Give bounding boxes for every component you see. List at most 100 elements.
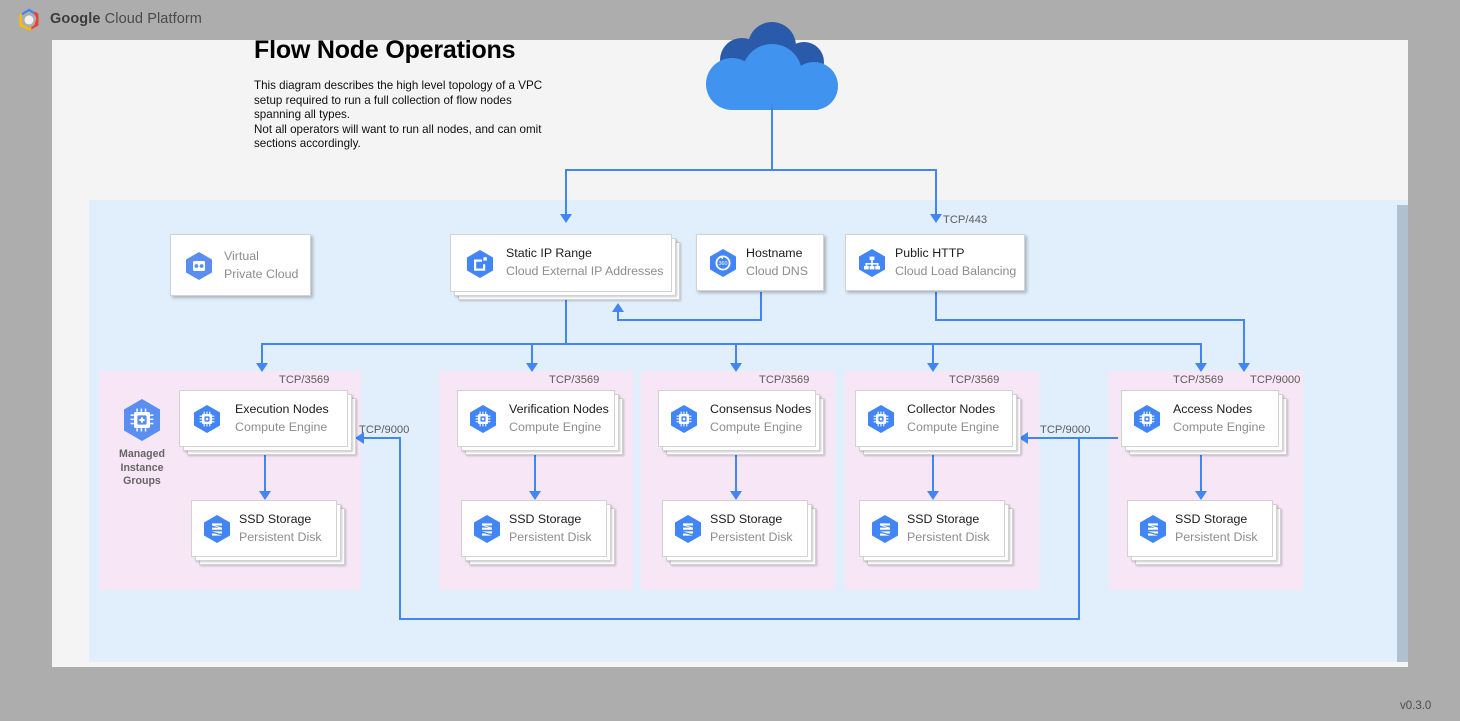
edge-label-loop-tcp9000: TCP/9000: [359, 424, 410, 436]
storage-card-title: SSD Storage: [1175, 512, 1248, 526]
edge-dns-up-stem: [617, 311, 619, 321]
compute-engine-icon: [865, 403, 897, 440]
arrow-consensus-to-ssd: [730, 491, 742, 500]
managed-instance-group-icon: [120, 397, 164, 448]
node-card-title: Static IP Range: [506, 246, 592, 260]
virtual-private-cloud-icon: [183, 250, 215, 287]
group-label-managed-instance-groups: Managed Instance Groups: [119, 448, 165, 487]
node-card-title: Collector Nodes: [907, 402, 996, 416]
persistent-disk-icon: [1137, 513, 1169, 550]
arrow-access-to-collector: [1019, 432, 1028, 444]
node-card-virtual-private-cloud[interactable]: Virtual Private Cloud: [170, 234, 311, 296]
gcp-brand-bold: Google: [50, 11, 101, 27]
edge-label-access-collector: TCP/9000: [1040, 424, 1091, 436]
edge-loop-down: [1078, 437, 1080, 620]
edge-dns-down: [760, 292, 762, 321]
node-card-subtitle: Compute Engine: [509, 420, 602, 434]
gcp-brand-label: Google Cloud Platform: [50, 11, 202, 27]
edge-consensus-to-ssd: [735, 455, 737, 493]
arrow-collector-to-ssd: [927, 491, 939, 500]
arrow-drop-verification: [526, 363, 538, 372]
gcp-hexagon-logo-icon: [16, 7, 42, 33]
edge-cloud-stem: [771, 104, 773, 170]
gcp-top-bar: Google Cloud Platform: [0, 0, 1460, 40]
edge-loop-left: [399, 618, 1080, 620]
edge-label-access-port: TCP/3569: [1173, 374, 1224, 386]
edge-collector-to-ssd: [932, 455, 934, 493]
edge-drop-verification: [531, 343, 533, 365]
storage-card-consensus-ssd[interactable]: SSD Storage Persistent Disk: [662, 500, 808, 557]
edge-staticip-down: [565, 292, 567, 344]
edge-label-verification-port: TCP/3569: [549, 374, 600, 386]
node-card-collector-nodes[interactable]: Collector Nodes Compute Engine: [855, 390, 1013, 447]
node-card-hostname[interactable]: 360 Hostname Cloud DNS: [696, 234, 824, 291]
arrow-lb-to-access: [1238, 363, 1250, 372]
arrow-dns-to-staticip: [612, 303, 624, 312]
storage-card-subtitle: Persistent Disk: [710, 530, 793, 544]
node-card-subtitle: Compute Engine: [235, 420, 328, 434]
edge-loop-into-execution: [364, 437, 401, 439]
edge-drop-access: [1200, 343, 1202, 365]
edge-dns-left: [617, 319, 762, 321]
gcp-brand-rest: Cloud Platform: [100, 11, 202, 27]
node-card-title: Hostname: [746, 246, 803, 260]
storage-card-title: SSD Storage: [710, 512, 783, 526]
edge-lb-to-access: [1243, 319, 1245, 365]
arrow-drop-consensus: [730, 363, 742, 372]
node-card-access-nodes[interactable]: Access Nodes Compute Engine: [1121, 390, 1279, 447]
cloud-dns-icon: 360: [707, 247, 739, 284]
edge-lb-down: [935, 292, 937, 321]
arrow-drop-execution: [256, 363, 268, 372]
svg-text:360: 360: [719, 261, 728, 267]
edge-drop-execution: [261, 343, 263, 365]
arrow-execution-to-ssd: [259, 491, 271, 500]
edge-drop-collector: [932, 343, 934, 365]
edge-cloud-to-lb: [935, 169, 937, 216]
node-card-subtitle: Cloud DNS: [746, 264, 808, 278]
storage-card-collector-ssd[interactable]: SSD Storage Persistent Disk: [859, 500, 1005, 557]
edge-loop-up: [399, 437, 401, 619]
storage-card-title: SSD Storage: [907, 512, 980, 526]
node-card-title: Verification Nodes: [509, 402, 609, 416]
node-card-subtitle: Cloud Load Balancing: [895, 264, 1017, 278]
edge-label-access-tcp9000: TCP/9000: [1250, 374, 1301, 386]
node-card-title: Consensus Nodes: [710, 402, 812, 416]
arrow-loop-to-execution: [355, 432, 364, 444]
node-card-title: Public HTTP: [895, 246, 965, 260]
node-card-subtitle: Compute Engine: [1173, 420, 1266, 434]
node-card-public-http[interactable]: Public HTTP Cloud Load Balancing: [845, 234, 1025, 291]
node-card-subtitle: Cloud External IP Addresses: [506, 264, 664, 278]
edge-label-tcp443: TCP/443: [943, 214, 988, 226]
node-card-execution-nodes[interactable]: Execution Nodes Compute Engine: [179, 390, 348, 447]
persistent-disk-icon: [672, 513, 704, 550]
node-card-consensus-nodes[interactable]: Consensus Nodes Compute Engine: [658, 390, 816, 447]
node-card-title: Execution Nodes: [235, 402, 329, 416]
storage-card-execution-ssd[interactable]: SSD Storage Persistent Disk: [191, 500, 337, 557]
compute-engine-icon: [191, 403, 223, 440]
storage-card-title: SSD Storage: [239, 512, 312, 526]
node-card-title: Virtual: [224, 249, 259, 263]
storage-card-subtitle: Persistent Disk: [509, 530, 592, 544]
persistent-disk-icon: [869, 513, 901, 550]
node-card-subtitle: Private Cloud: [224, 267, 299, 281]
cloud-icon: [680, 22, 864, 110]
edge-cloud-to-staticip: [565, 169, 567, 216]
edge-verification-to-ssd: [534, 455, 536, 493]
version-label: v0.3.0: [1400, 700, 1432, 712]
edge-execution-to-ssd: [264, 455, 266, 493]
node-card-verification-nodes[interactable]: Verification Nodes Compute Engine: [457, 390, 615, 447]
page-description: This diagram describes the high level to…: [254, 79, 543, 151]
edge-label-execution-port: TCP/3569: [279, 374, 330, 386]
compute-engine-icon: [467, 403, 499, 440]
node-card-static-ip-range[interactable]: Static IP Range Cloud External IP Addres…: [450, 234, 672, 292]
node-card-subtitle: Compute Engine: [907, 420, 1000, 434]
vpc-panel-shadow: [1397, 205, 1408, 662]
compute-engine-icon: [1131, 403, 1163, 440]
edge-cloud-bus: [565, 169, 937, 171]
arrow-cloud-to-staticip: [560, 214, 572, 223]
storage-card-access-ssd[interactable]: SSD Storage Persistent Disk: [1127, 500, 1273, 557]
storage-card-verification-ssd[interactable]: SSD Storage Persistent Disk: [461, 500, 607, 557]
storage-card-subtitle: Persistent Disk: [1175, 530, 1258, 544]
arrow-access-to-ssd: [1195, 491, 1207, 500]
edge-access-to-ssd: [1200, 455, 1202, 493]
